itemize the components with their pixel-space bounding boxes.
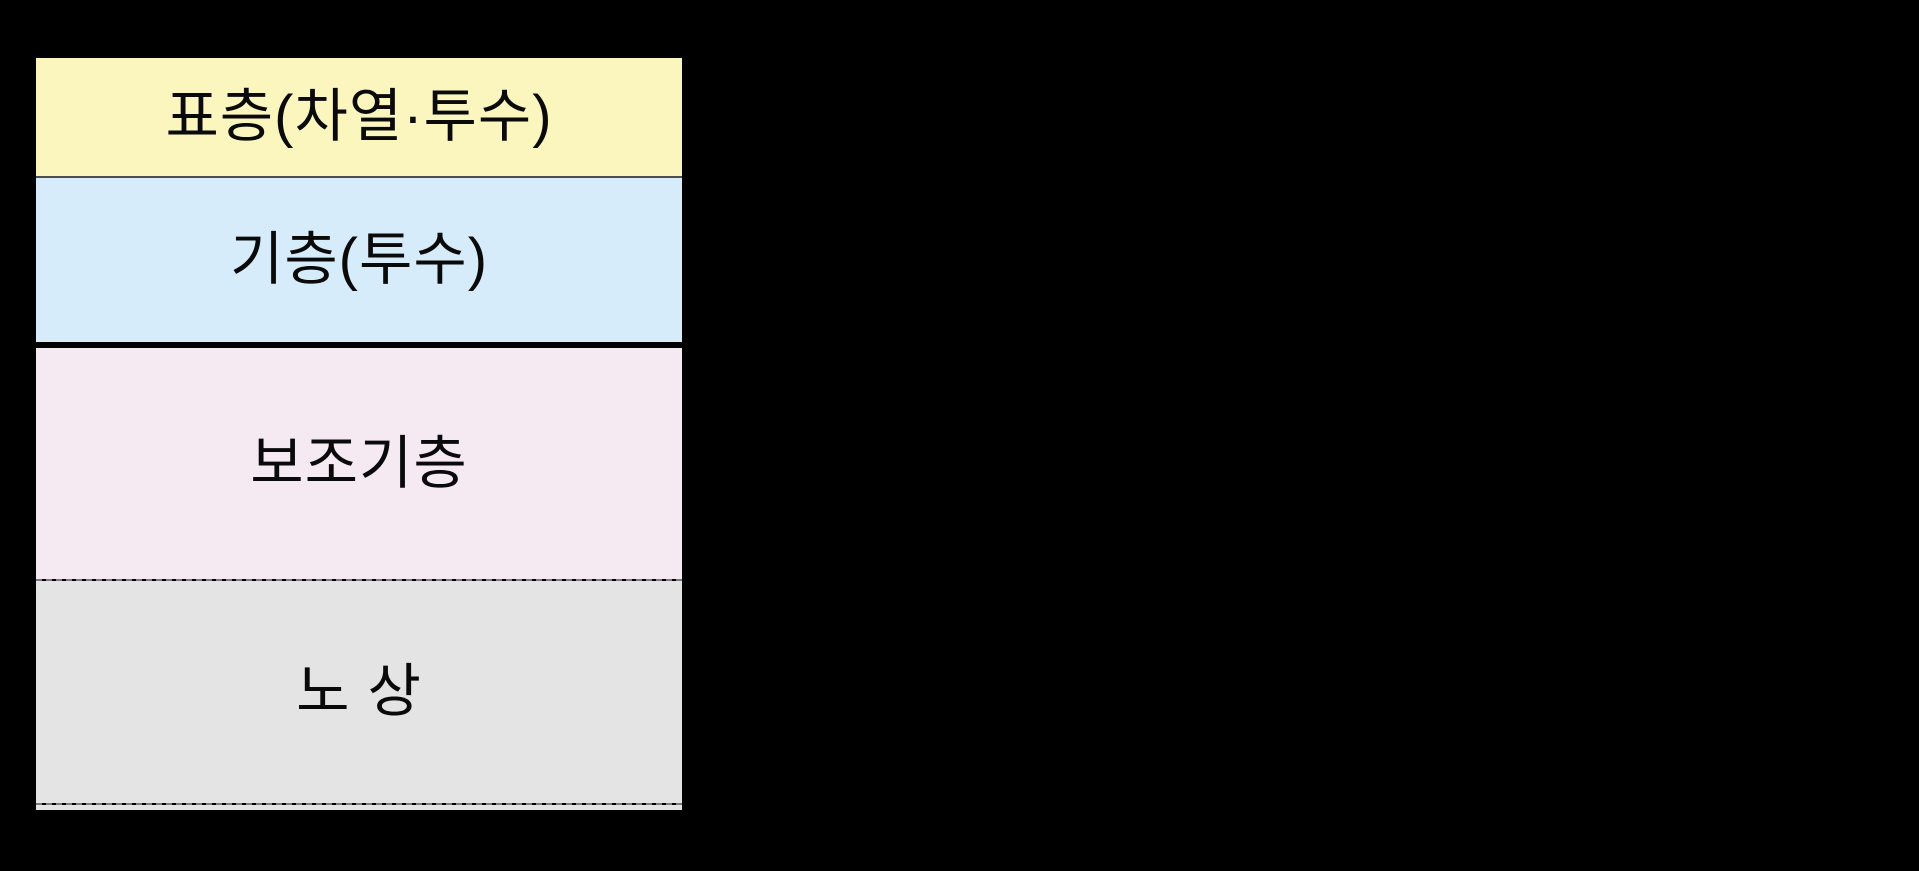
layer-subbase: 보조기층 [36, 348, 682, 579]
layer-subgrade: 노 상 [36, 581, 682, 803]
divider-dashed-lower [36, 803, 682, 805]
layer-base: 기층(투수) [36, 178, 682, 342]
layer-base-label: 기층(투수) [229, 227, 489, 292]
layer-surface-label: 표층(차열·투수) [165, 84, 553, 149]
layer-subgrade-label: 노 상 [296, 659, 422, 724]
divider-dashed-upper [36, 579, 682, 581]
divider-thin-solid [36, 176, 682, 178]
pavement-cross-section-diagram: 표층(차열·투수) 기층(투수) 보조기층 노 상 [36, 53, 682, 810]
subgrade-bottom-sliver [36, 805, 682, 810]
layer-surface: 표층(차열·투수) [36, 58, 682, 176]
divider-thick-solid [36, 342, 682, 348]
layer-subbase-label: 보조기층 [250, 430, 468, 496]
